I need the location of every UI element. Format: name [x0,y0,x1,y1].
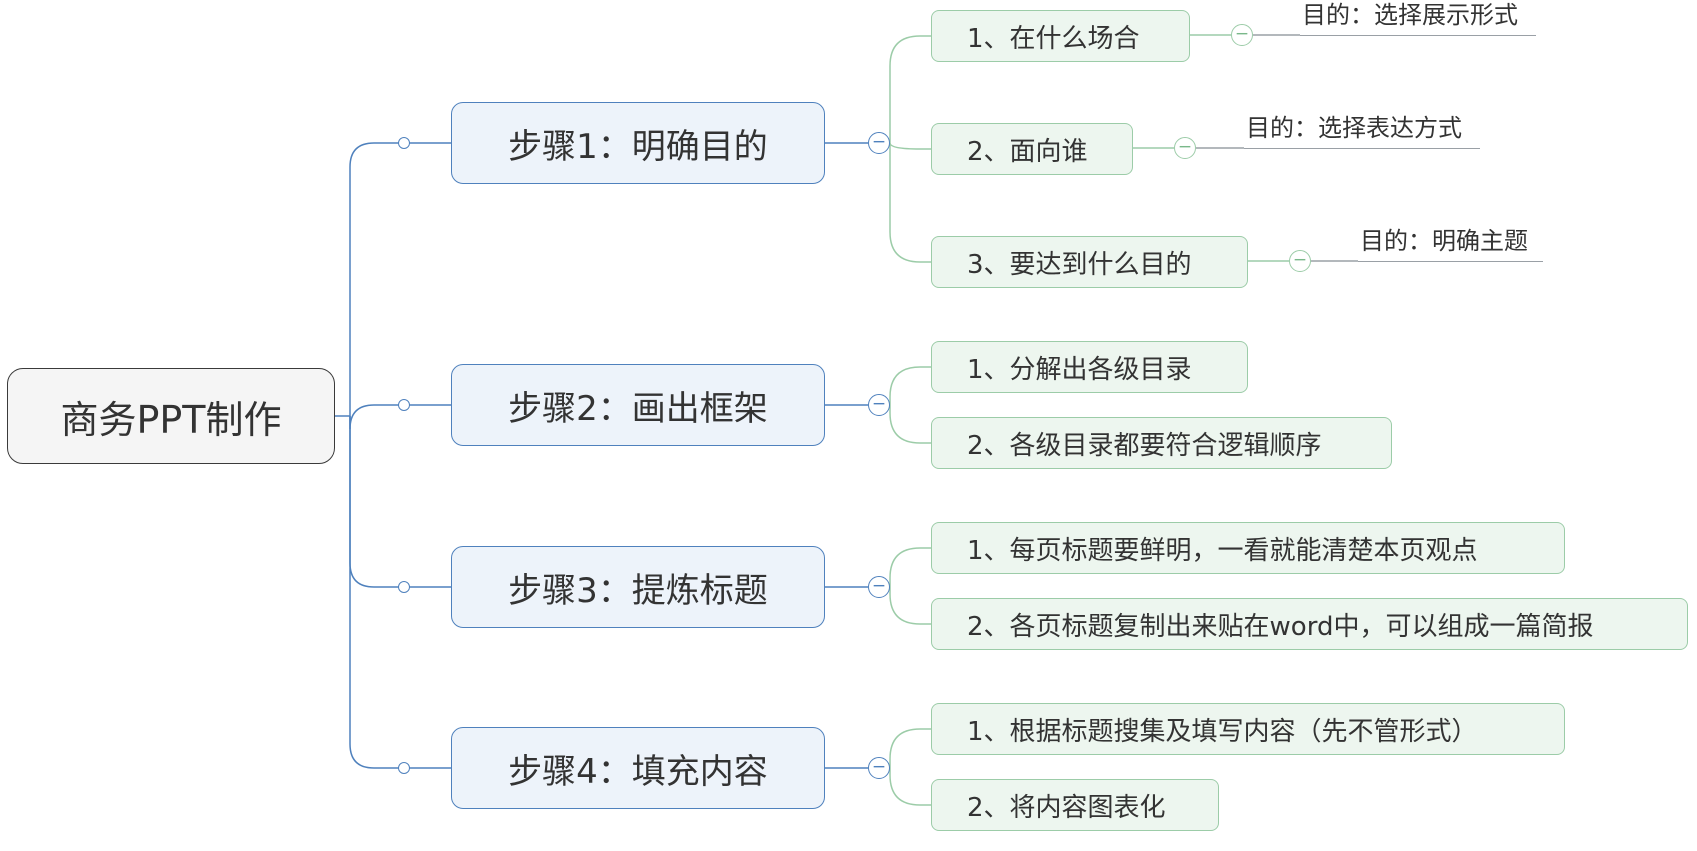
step-1-topic[interactable]: 步骤1：明确目的 [451,102,825,184]
step-1-subtopic-3[interactable]: 3、要达到什么目的 [931,236,1248,288]
step-4-subtopic-2[interactable]: 2、将内容图表化 [931,779,1219,831]
step-3-subtopic-1[interactable]: 1、每页标题要鲜明，一看就能清楚本页观点 [931,522,1565,574]
step-4-connector [349,416,451,769]
step-2-connector-dot [398,399,410,411]
branch-1-3 [889,143,931,263]
step-2-subtopic-2[interactable]: 2、各级目录都要符合逻辑顺序 [931,417,1392,469]
subtopic-1-1-collapse-icon[interactable]: − [1231,24,1253,46]
note-purpose-1[interactable]: 目的：选择展示形式 [1300,0,1536,36]
branch-2-2 [889,405,931,444]
step-4-connector-dot [398,762,410,774]
branch-4-1 [889,728,931,768]
step-2-subtopic-1[interactable]: 1、分解出各级目录 [931,341,1248,393]
step-1-subtopic-1[interactable]: 1、在什么场合 [931,10,1190,62]
branch-4-2 [889,768,931,806]
step-2-topic[interactable]: 步骤2：画出框架 [451,364,825,446]
step-4-topic[interactable]: 步骤4：填充内容 [451,727,825,809]
step-3-connector [349,416,451,588]
note-purpose-2[interactable]: 目的：选择表达方式 [1244,113,1480,149]
step-3-topic[interactable]: 步骤3：提炼标题 [451,546,825,628]
step-1-subtopic-2[interactable]: 2、面向谁 [931,123,1133,175]
step-3-connector-dot [398,581,410,593]
branch-1-1 [889,35,931,143]
branch-2-1 [889,366,931,405]
step-3-collapse-icon[interactable]: − [868,576,890,598]
step-1-connector-dot [398,137,410,149]
branch-1-2 [889,142,931,150]
step-2-collapse-icon[interactable]: − [868,394,890,416]
subtopic-1-2-collapse-icon[interactable]: − [1174,137,1196,159]
step-4-subtopic-1[interactable]: 1、根据标题搜集及填写内容（先不管形式） [931,703,1565,755]
branch-3-2 [889,587,931,625]
step-3-subtopic-2[interactable]: 2、各页标题复制出来贴在word中，可以组成一篇简报 [931,598,1688,650]
subtopic-1-3-collapse-icon[interactable]: − [1289,250,1311,272]
step-4-collapse-icon[interactable]: − [868,757,890,779]
branch-3-1 [889,547,931,587]
step-1-connector [349,142,451,416]
note-purpose-3[interactable]: 目的：明确主题 [1358,226,1543,262]
root-topic[interactable]: 商务PPT制作 [7,368,335,464]
step-1-collapse-icon[interactable]: − [868,132,890,154]
